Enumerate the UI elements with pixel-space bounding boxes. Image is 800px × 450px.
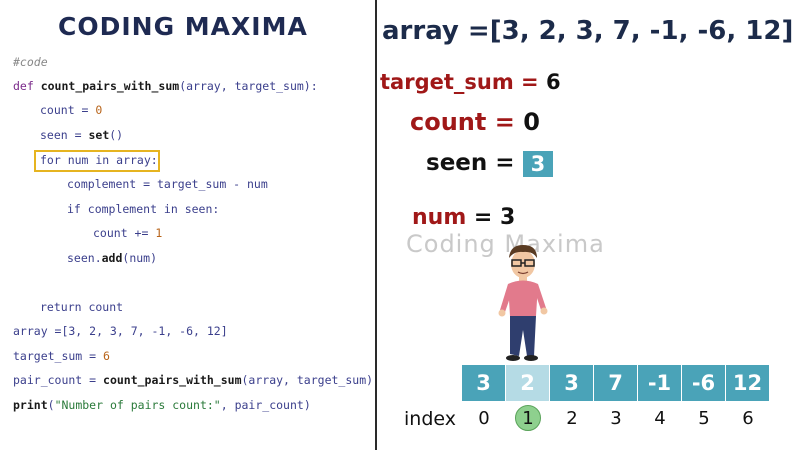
current-line-highlight	[34, 150, 160, 172]
array-title: array =[3, 2, 3, 7, -1, -6, 12]	[382, 16, 794, 46]
code-line-for: for num in array:	[40, 153, 158, 167]
seen-var: seen = 3	[426, 150, 554, 177]
index-number: 0	[478, 407, 490, 429]
code-line-seen-init: seen = set()	[40, 128, 124, 142]
array-cell: 2	[506, 365, 550, 401]
array-cell: -6	[682, 365, 726, 401]
seen-set-item: 3	[522, 150, 554, 177]
code-line-pair-count: pair_count = count_pairs_with_sum(array,…	[13, 373, 374, 387]
index-number: 1	[506, 405, 550, 431]
code-line-seen-add: seen.add(num)	[67, 251, 158, 265]
code-panel: CODING MAXIMA #code def count_pairs_with…	[0, 0, 376, 450]
count-var: count = 0	[410, 108, 540, 136]
code-line-count-init: count = 0	[40, 103, 103, 117]
panel-divider	[375, 0, 377, 450]
index-number: 4	[654, 407, 666, 429]
index-number: 6	[742, 407, 754, 429]
code-line-return: return count	[40, 300, 124, 314]
index-label: index	[404, 408, 456, 430]
array-cell: -1	[638, 365, 682, 401]
code-line-def: def count_pairs_with_sum(array, target_s…	[13, 79, 318, 93]
array-cell: 12	[726, 365, 770, 401]
code-line-array: array =[3, 2, 3, 7, -1, -6, 12]	[13, 324, 228, 338]
index-number: 2	[566, 407, 578, 429]
array-cell: 3	[550, 365, 594, 401]
array-cell: 3	[462, 365, 506, 401]
array-cell: 7	[594, 365, 638, 401]
code-line-print: print("Number of pairs count:", pair_cou…	[13, 398, 311, 412]
cartoon-character	[498, 245, 548, 361]
code-line-target: target_sum = 6	[13, 349, 110, 363]
coding-maxima-logo: CODING MAXIMA	[58, 12, 308, 41]
watermark: Coding Maxima	[406, 230, 605, 258]
target-sum-var: target_sum = 6	[380, 70, 561, 94]
num-var: num = 3	[412, 205, 516, 230]
code-line-if: if complement in seen:	[67, 202, 220, 216]
code-comment: #code	[13, 55, 48, 69]
index-number: 3	[610, 407, 622, 429]
visual-panel: array =[3, 2, 3, 7, -1, -6, 12] target_s…	[378, 0, 800, 450]
code-line-count-inc: count += 1	[93, 226, 163, 240]
index-number: 5	[698, 407, 710, 429]
code-line-complement: complement = target_sum - num	[67, 177, 268, 191]
